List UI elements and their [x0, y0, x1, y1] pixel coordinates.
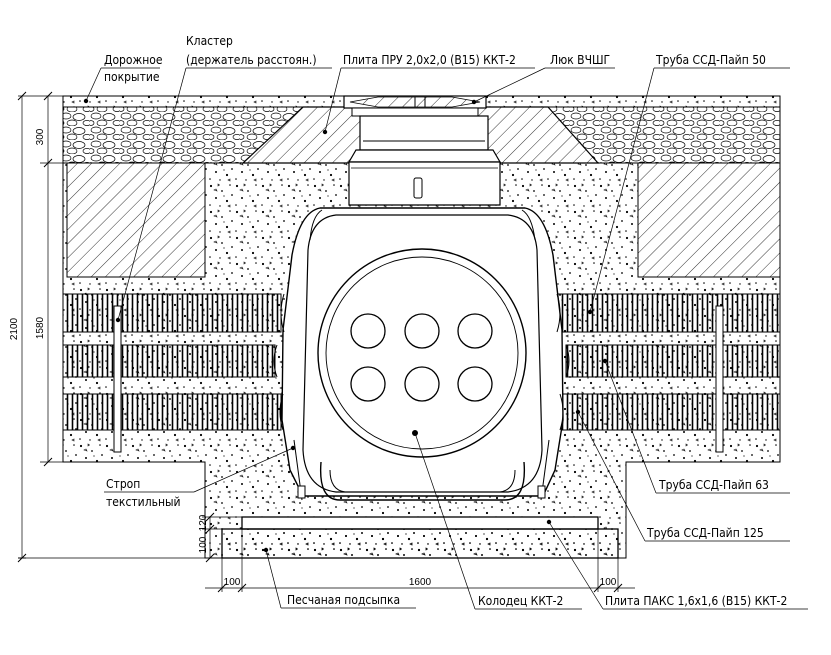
dim-lines-left	[17, 91, 242, 563]
label-cluster-line2: (держатель расстоян.)	[186, 53, 317, 67]
dim-100-vertical: 100	[198, 536, 209, 553]
dim-1580: 1580	[35, 316, 46, 339]
well-body	[273, 207, 570, 501]
pipes-right	[556, 293, 781, 453]
dim-1600: 1600	[409, 577, 432, 588]
manhole-hatch	[343, 95, 487, 117]
dim-100-right: 100	[600, 577, 617, 588]
label-pipe-63: Труба ССД-Пайп 63	[658, 478, 769, 492]
dim-2100: 2100	[9, 317, 20, 340]
label-well: Колодец ККТ-2	[478, 594, 563, 608]
dim-300: 300	[35, 128, 46, 145]
label-road-surface-line1: Дорожное	[104, 53, 163, 67]
road-base-hatched	[66, 162, 781, 278]
label-hatch: Люк ВЧШГ	[550, 53, 610, 67]
labels: Дорожное покрытие Кластер (держатель рас…	[104, 34, 787, 608]
label-slab-pru: Плита ПРУ 2,0х2,0 (B15) ККТ-2	[343, 53, 516, 67]
label-pipe-125: Труба ССД-Пайп 125	[646, 526, 764, 540]
label-cluster-line1: Кластер	[186, 34, 233, 48]
label-slab-paks: Плита ПАКС 1,6х1,6 (B15) ККТ-2	[605, 594, 787, 608]
label-road-surface-line2: покрытие	[104, 70, 160, 84]
pipes-left	[62, 293, 282, 453]
dimension-texts: 300 2100 1580 120 100 100 1600 100	[9, 128, 617, 588]
dim-100-left: 100	[224, 577, 241, 588]
leader-lines	[83, 67, 808, 610]
label-sand-bedding: Песчаная подсыпка	[287, 593, 400, 607]
label-sling-line1: Строп	[106, 477, 140, 491]
dim-lines-bottom	[205, 529, 635, 593]
label-pipe-50: Труба ССД-Пайп 50	[655, 53, 766, 67]
slab-paks	[221, 516, 619, 559]
dim-120: 120	[198, 514, 209, 531]
well-neck	[347, 115, 502, 206]
label-sling-line2: текстильный	[106, 495, 181, 509]
